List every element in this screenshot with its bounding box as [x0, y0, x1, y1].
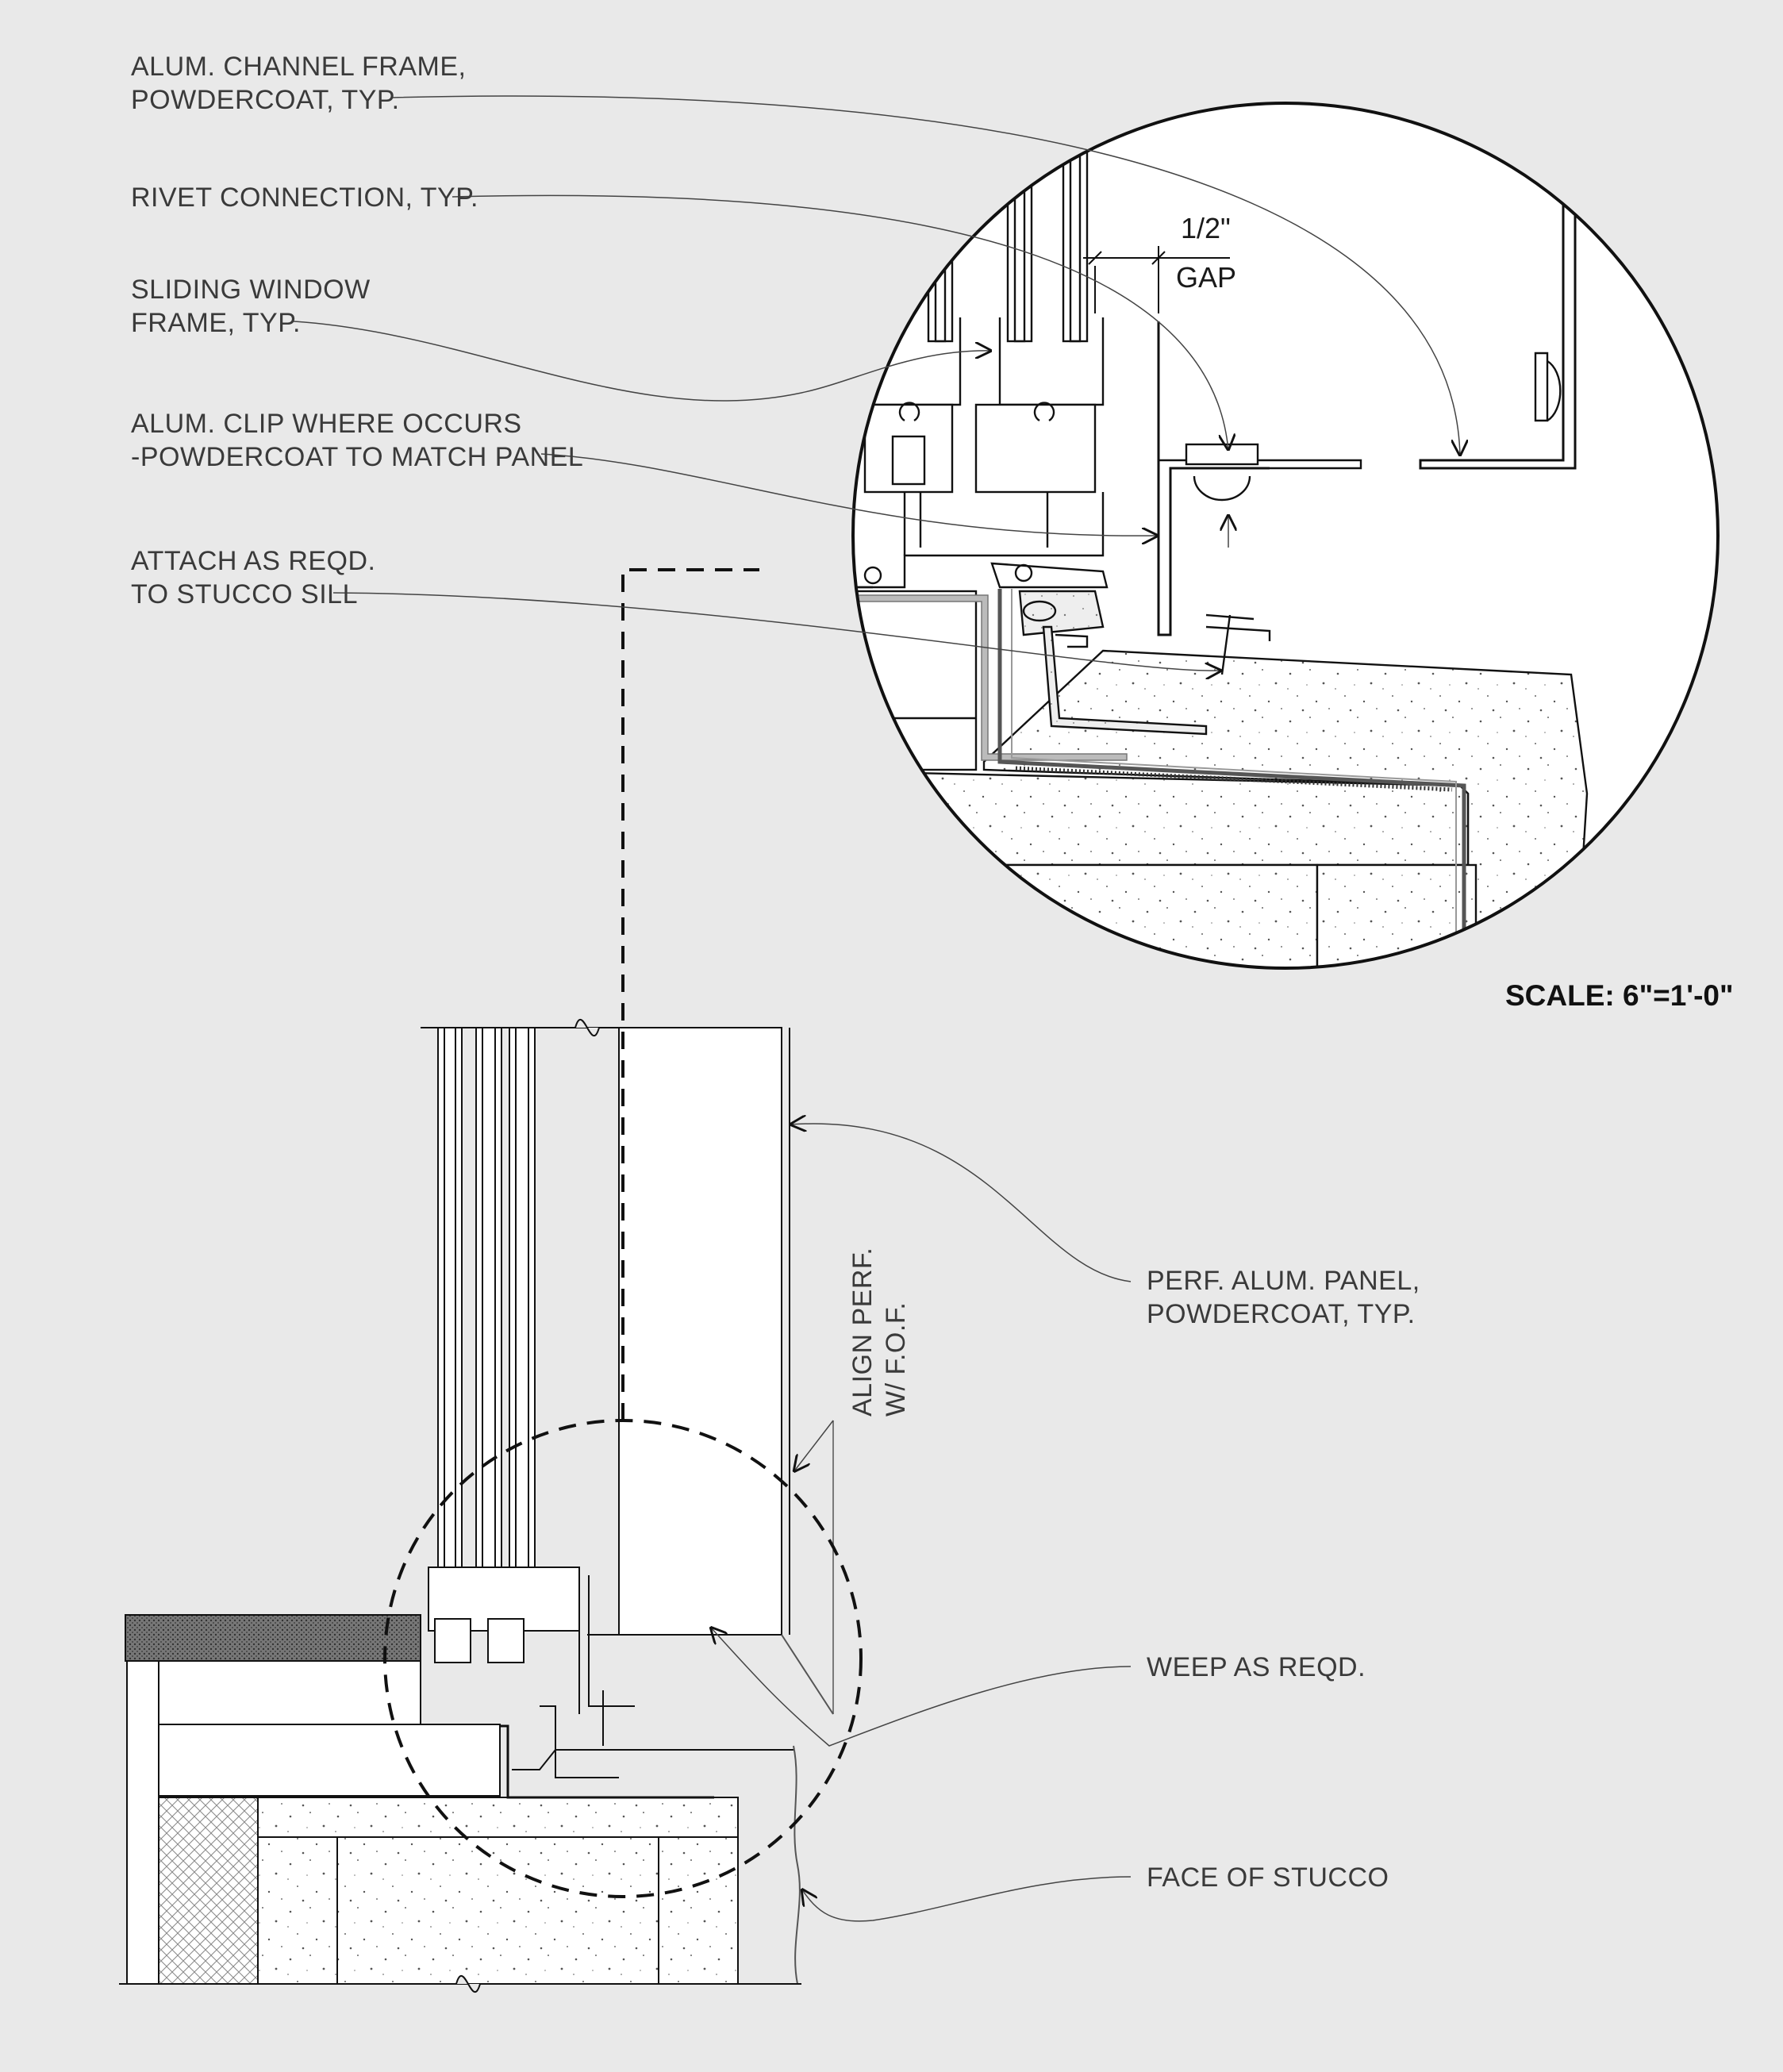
- attach-label-line-1: ATTACH AS REQD.: [131, 546, 376, 576]
- align-label-line-1: ALIGN PERF.: [847, 1247, 878, 1417]
- sliding-window-label-line-2: FRAME, TYP.: [131, 308, 301, 338]
- channel-frame-label-line-1: ALUM. CHANNEL FRAME,: [131, 52, 466, 82]
- weep-label: WEEP AS REQD.: [1147, 1652, 1366, 1682]
- rivet-label: RIVET CONNECTION, TYP.: [131, 183, 478, 213]
- perf-panel-label-line-1: PERF. ALUM. PANEL,: [1147, 1266, 1420, 1296]
- clip-label-line-1: ALUM. CLIP WHERE OCCURS: [131, 409, 522, 439]
- leader-lines: [293, 95, 1460, 1922]
- scale-label: SCALE: 6"=1'-0": [1505, 979, 1734, 1012]
- gap-dimension-label: GAP: [1176, 261, 1236, 294]
- face-of-stucco-label: FACE OF STUCCO: [1147, 1862, 1389, 1893]
- clip-label-line-2: -POWDERCOAT TO MATCH PANEL: [131, 442, 583, 472]
- gap-dimension: [1083, 246, 1230, 313]
- align-label-line-2: W/ F.O.F.: [881, 1302, 911, 1417]
- sliding-window-label-line-1: SLIDING WINDOW: [131, 275, 371, 305]
- main-section: [119, 1019, 834, 1993]
- attach-label-line-2: TO STUCCO SILL: [131, 579, 358, 609]
- gap-dimension-value: 1/2": [1181, 212, 1231, 244]
- callout-circle: [383, 568, 863, 1898]
- channel-frame-label-line-2: POWDERCOAT, TYP.: [131, 85, 400, 115]
- annotation-labels: ALUM. CHANNEL FRAME, POWDERCOAT, TYP. RI…: [131, 52, 1734, 1893]
- detail-circle: [851, 102, 1720, 970]
- perf-panel-label-line-2: POWDERCOAT, TYP.: [1147, 1299, 1416, 1329]
